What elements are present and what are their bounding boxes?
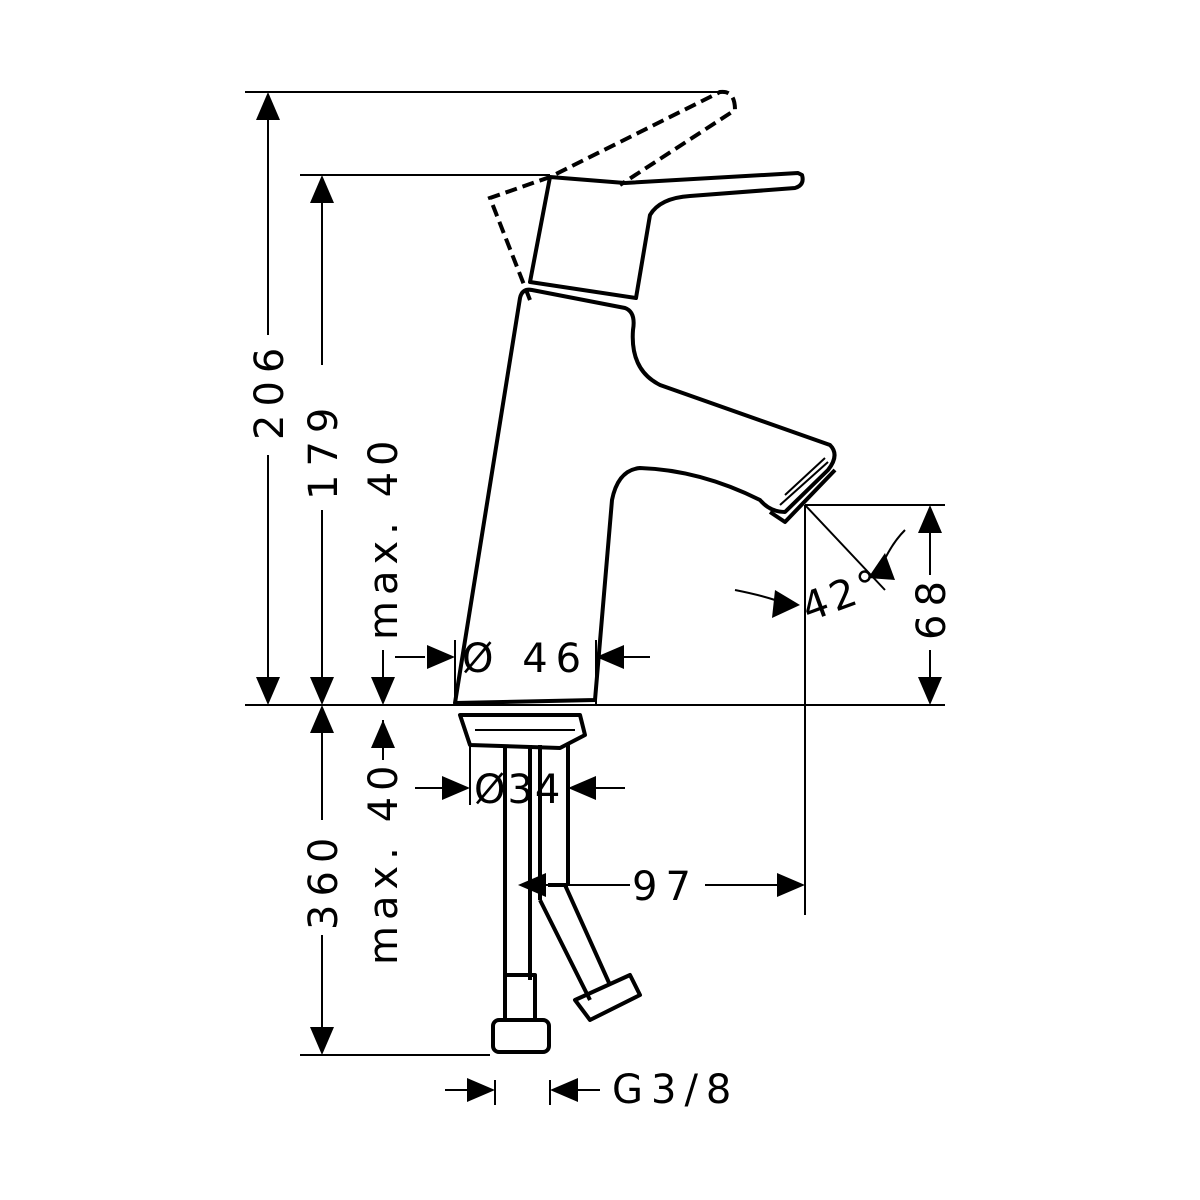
label-g38: G3/8 [612, 1067, 739, 1113]
label-diameter-34: Ø34 [474, 767, 562, 813]
label-206: 206 [247, 340, 293, 440]
dimension-arrows [256, 92, 942, 1102]
dimension-lines [245, 91, 945, 1105]
label-97: 97 [632, 864, 699, 910]
label-max40-bottom: max. 40 [361, 760, 407, 965]
label-179: 179 [301, 400, 347, 500]
label-diameter-46: Ø 46 [462, 636, 589, 682]
label-max40-top: max. 40 [361, 435, 407, 640]
label-360: 360 [301, 830, 347, 930]
label-68: 68 [909, 573, 955, 640]
label-angle-42: 42° [796, 560, 890, 632]
